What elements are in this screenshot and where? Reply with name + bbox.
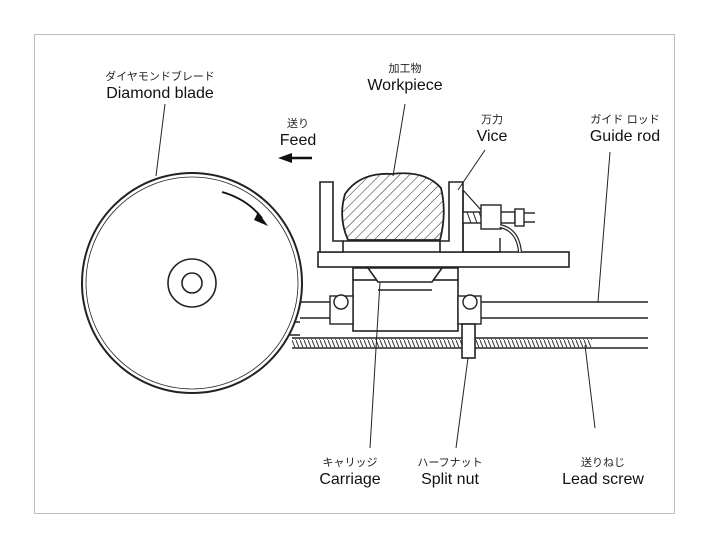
split-nut: [461, 323, 476, 359]
label-vice-en: Vice: [476, 128, 508, 145]
label-lead-screw-en: Lead screw: [562, 471, 644, 488]
label-workpiece: 加工物 Workpiece: [350, 62, 460, 96]
label-feed-en: Feed: [279, 132, 317, 149]
label-guide-rod-jp: ガイド ロッド: [590, 113, 660, 126]
label-carriage-jp: キャリッジ: [322, 456, 378, 469]
label-vice-jp: 万力: [481, 113, 503, 126]
label-diamond-blade-en: Diamond blade: [106, 85, 214, 102]
label-feed: 送り Feed: [268, 117, 328, 151]
label-guide-rod-en: Guide rod: [589, 128, 661, 145]
label-guide-rod: ガイド ロッド Guide rod: [570, 113, 680, 147]
label-diamond-blade: ダイヤモンドブレード Diamond blade: [90, 70, 230, 104]
workpiece: [341, 172, 445, 241]
vice-table: [317, 251, 570, 268]
feed-arrow: [278, 153, 312, 163]
label-workpiece-jp: 加工物: [388, 62, 422, 75]
label-split-nut-jp: ハーフナット: [417, 456, 483, 469]
label-vice: 万力 Vice: [462, 113, 522, 147]
label-split-nut-en: Split nut: [421, 471, 479, 488]
guide-bushing-left: [329, 294, 354, 325]
label-carriage: キャリッジ Carriage: [305, 456, 395, 490]
label-diamond-blade-jp: ダイヤモンドブレード: [105, 70, 215, 83]
guide-bushing-right: [457, 294, 482, 325]
label-feed-jp: 送り: [287, 117, 309, 130]
vice: [319, 181, 535, 253]
label-workpiece-en: Workpiece: [367, 77, 443, 94]
diagram-frame: [34, 34, 675, 514]
carriage: [352, 267, 459, 332]
diamond-blade: [81, 172, 303, 394]
label-split-nut: ハーフナット Split nut: [405, 456, 495, 490]
label-carriage-en: Carriage: [319, 471, 381, 488]
label-lead-screw-jp: 送りねじ: [581, 456, 625, 469]
label-lead-screw: 送りねじ Lead screw: [548, 456, 658, 490]
leader-lines: [155, 103, 611, 449]
